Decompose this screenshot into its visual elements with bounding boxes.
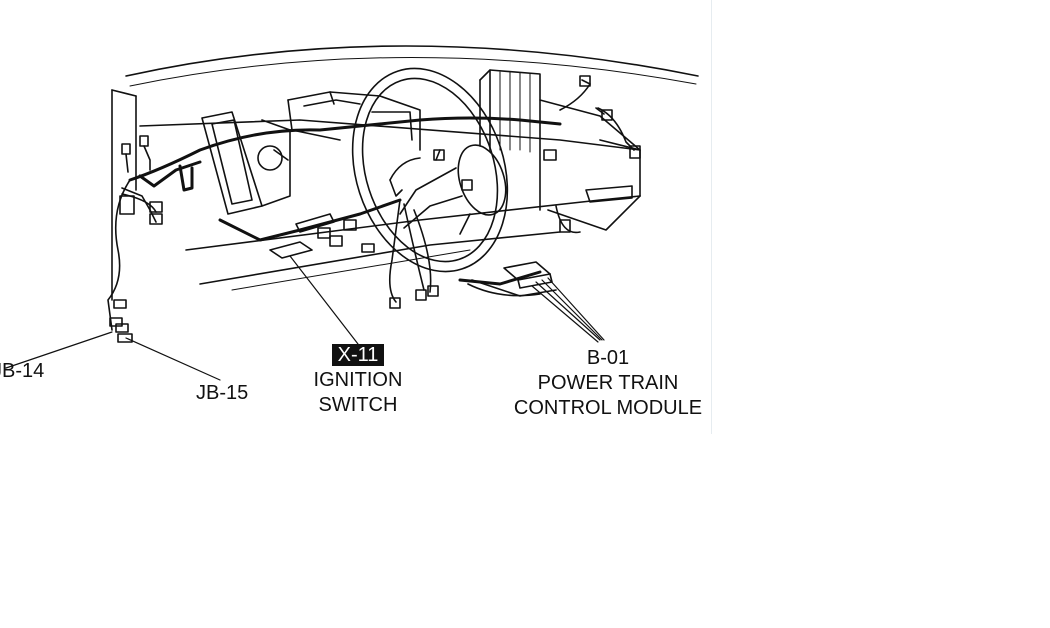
steering-wheel (351, 67, 509, 273)
pcm-line1: POWER TRAIN (537, 372, 679, 394)
pcm-line2: CONTROL MODULE (513, 397, 703, 419)
left-body-panel (111, 89, 137, 301)
main-wire-harness (128, 116, 562, 286)
ignition-switch-connectors (269, 213, 375, 259)
jb14-leader (5, 331, 113, 369)
pcm-callout: B-01 POWER TRAIN CONTROL MODULE (500, 346, 716, 421)
ignition-code-tag: X-11 (331, 344, 385, 366)
ignition-leader (289, 255, 359, 345)
pcm-leader-2 (541, 279, 603, 341)
left-harness-drop (107, 135, 163, 343)
ignition-line2: SWITCH (318, 394, 398, 416)
ignition-line1: IGNITION (313, 369, 403, 391)
left-vent-housing (201, 111, 291, 215)
dashboard-wiring-illustration (5, 45, 699, 381)
jb15-leader (125, 337, 221, 381)
windshield-outline (125, 45, 699, 87)
jb14-label: JB-14 (0, 360, 45, 382)
pcm-leader-1 (535, 281, 601, 341)
pcm-leader-3 (547, 277, 605, 341)
pcm-connector (467, 261, 557, 297)
right-dash-unit (479, 69, 641, 234)
jb15-label: JB-15 (196, 382, 249, 404)
panel-edge (711, 0, 712, 434)
center-harness-branches (388, 149, 571, 309)
ignition-switch-callout: X-11 IGNITION SWITCH (300, 343, 416, 418)
upper-right-wiring (559, 75, 641, 159)
leader-lines (5, 255, 605, 381)
pcm-code: B-01 (586, 347, 630, 369)
pcm-leader-4 (531, 285, 599, 343)
